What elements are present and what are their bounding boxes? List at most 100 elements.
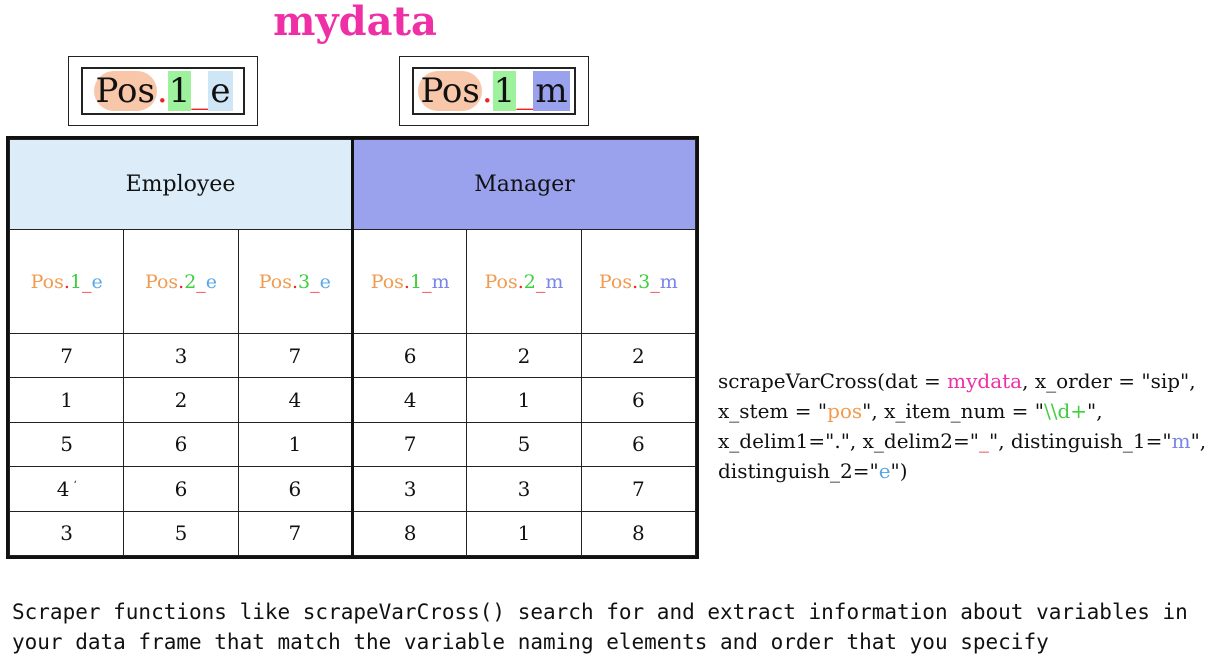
caption-text: Scraper functions like scrapeVarCross() … bbox=[12, 600, 1188, 654]
cell-value: 8 bbox=[403, 521, 417, 546]
table-cell: 3 bbox=[123, 333, 239, 379]
cell-value: 5 bbox=[60, 432, 74, 457]
cell-value: 6 bbox=[174, 476, 188, 501]
table-cell: 6 bbox=[237, 466, 353, 512]
cell-value: 7 bbox=[631, 476, 645, 501]
cell-value: 3 bbox=[174, 343, 188, 368]
cell-value: 1 bbox=[288, 432, 302, 457]
table-cell: 6 bbox=[123, 466, 239, 512]
table-row: 5 6 1 7 5 6 bbox=[8, 421, 697, 468]
column-header-delim1: . bbox=[178, 270, 185, 293]
cell-value: 5 bbox=[517, 432, 531, 457]
code-text: ", x_item_num = " bbox=[862, 399, 1044, 423]
column-header-delim1: . bbox=[517, 270, 524, 293]
column-header-dist: e bbox=[319, 270, 331, 293]
code-distinguish1-arg: m bbox=[1171, 429, 1191, 453]
column-header-dist: e bbox=[91, 270, 103, 293]
column-header-delim2: _ bbox=[535, 270, 546, 293]
table-row: 1 2 4 4 1 6 bbox=[8, 377, 697, 423]
column-header-delim2: _ bbox=[81, 270, 92, 293]
group-header-employee: Employee bbox=[9, 138, 353, 231]
table-cell: 6 bbox=[123, 421, 239, 468]
table-cell: 2 bbox=[466, 333, 582, 379]
code-text: ", distinguish_1=" bbox=[989, 429, 1172, 453]
column-header: Pos.2_m bbox=[466, 229, 582, 335]
code-dataset-arg: mydata bbox=[947, 369, 1023, 393]
column-header-stem: Pos bbox=[30, 270, 64, 293]
table-cell: 6 bbox=[580, 421, 697, 468]
column-header-num: 3 bbox=[298, 270, 311, 293]
cell-value: 3 bbox=[403, 476, 417, 501]
table-cell: 7 bbox=[8, 333, 125, 379]
column-header-delim1: . bbox=[403, 270, 410, 293]
table-cell: 6 bbox=[580, 377, 697, 423]
table-cell: 1 bbox=[466, 377, 582, 423]
stray-mark: ʻ bbox=[73, 480, 77, 492]
table-cell: 4 bbox=[237, 377, 353, 423]
column-header-delim2: _ bbox=[196, 270, 206, 293]
group-header-manager: Manager bbox=[350, 138, 697, 231]
column-header-dist: e bbox=[205, 270, 218, 293]
cell-value: 5 bbox=[174, 521, 188, 546]
cell-value: 7 bbox=[60, 343, 74, 368]
cell-value: 4 bbox=[403, 388, 417, 413]
column-header-dist: m bbox=[545, 270, 564, 293]
stem-segment: Pos bbox=[418, 71, 482, 111]
code-text: ", distinguish_2=" bbox=[718, 429, 1207, 483]
cell-value: 7 bbox=[403, 432, 417, 457]
manager-variable-name: Pos.1_m bbox=[412, 67, 576, 115]
column-header: Pos.2_e bbox=[123, 229, 239, 335]
table-cell: 8 bbox=[350, 510, 468, 557]
table-cell: 3 bbox=[350, 466, 468, 512]
cell-value: 7 bbox=[288, 521, 302, 546]
code-text: , x_order = "sip", x_stem = " bbox=[718, 369, 1196, 423]
cell-value: 2 bbox=[631, 343, 645, 368]
employee-variable-name: Pos.1_e bbox=[81, 67, 245, 115]
delim2-segment: _ bbox=[516, 71, 534, 111]
column-header-stem: Pos bbox=[370, 270, 404, 293]
cell-value: 8 bbox=[631, 521, 645, 546]
column-header: Pos.1_m bbox=[350, 229, 468, 335]
cell-value: 6 bbox=[631, 388, 645, 413]
column-header-delim1: . bbox=[63, 270, 70, 293]
code-text: ") bbox=[890, 459, 908, 483]
cell-value: 6 bbox=[403, 343, 417, 368]
table-cell: 4 bbox=[350, 377, 468, 423]
cell-value: 4 bbox=[288, 388, 302, 413]
function-call-code: scrapeVarCross(dat = mydata, x_order = "… bbox=[718, 366, 1230, 486]
column-header-num: 1 bbox=[409, 270, 423, 293]
employee-variable-name-box: Pos.1_e bbox=[68, 56, 258, 126]
column-header-num: 2 bbox=[523, 270, 536, 293]
table-cell: 3 bbox=[466, 466, 582, 512]
delim2-segment: _ bbox=[191, 71, 209, 111]
table-cell: 8 bbox=[580, 510, 697, 557]
dataset-title: mydata bbox=[273, 0, 437, 45]
column-header-dist: m bbox=[431, 270, 450, 293]
cell-value: 6 bbox=[288, 476, 302, 501]
cell-value: 2 bbox=[517, 343, 531, 368]
table-cell: 1 bbox=[237, 421, 353, 468]
table-cell: 7 bbox=[580, 466, 697, 512]
cell-value: 4 bbox=[56, 476, 70, 501]
table-cell: 1 bbox=[8, 377, 125, 423]
column-header-stem: Pos bbox=[258, 270, 292, 293]
table-cell: 7 bbox=[237, 333, 353, 379]
distinguish-segment: e bbox=[208, 71, 233, 111]
column-header-num: 2 bbox=[184, 270, 197, 293]
column-header-dist: m bbox=[659, 270, 678, 293]
table-cell: 5 bbox=[466, 421, 582, 468]
column-header-delim2: _ bbox=[422, 270, 432, 293]
column-header-delim1: . bbox=[291, 270, 299, 293]
cell-value: 1 bbox=[517, 388, 531, 413]
table-cell: 1 bbox=[466, 510, 582, 557]
table-cell: 2 bbox=[580, 333, 697, 379]
table-cell: 7 bbox=[350, 421, 468, 468]
cell-value: 2 bbox=[174, 388, 188, 413]
cell-value: 3 bbox=[517, 476, 531, 501]
cell-value: 7 bbox=[288, 343, 302, 368]
stem-segment: Pos bbox=[93, 71, 157, 111]
